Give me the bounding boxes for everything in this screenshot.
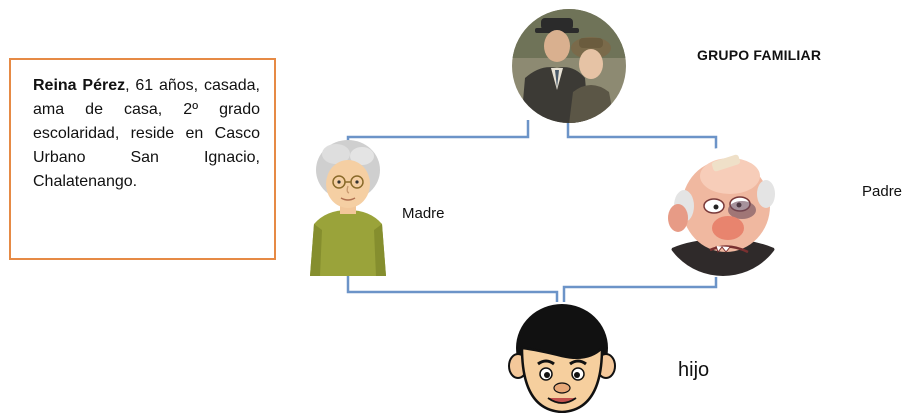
person-info-box: Reina Pérez, 61 años, casada, ama de cas… [9,58,276,260]
label-padre: Padre [862,183,903,200]
grandmother-icon [310,140,386,276]
label-hijo: hijo [678,359,710,381]
grandfather-icon [659,148,787,276]
person-name: Reina Pérez [33,77,126,94]
label-madre: Madre [402,205,445,222]
couple-photo-icon [512,9,626,123]
connector-madre-hijo [346,270,559,302]
connector-couple-padre [566,120,718,152]
connector-padre-hijo [562,277,718,302]
person-description: , 61 años, casada, ama de casa, 2º grado… [33,77,260,190]
diagram-title: GRUPO FAMILIAR [697,47,822,63]
boy-icon [508,304,616,413]
